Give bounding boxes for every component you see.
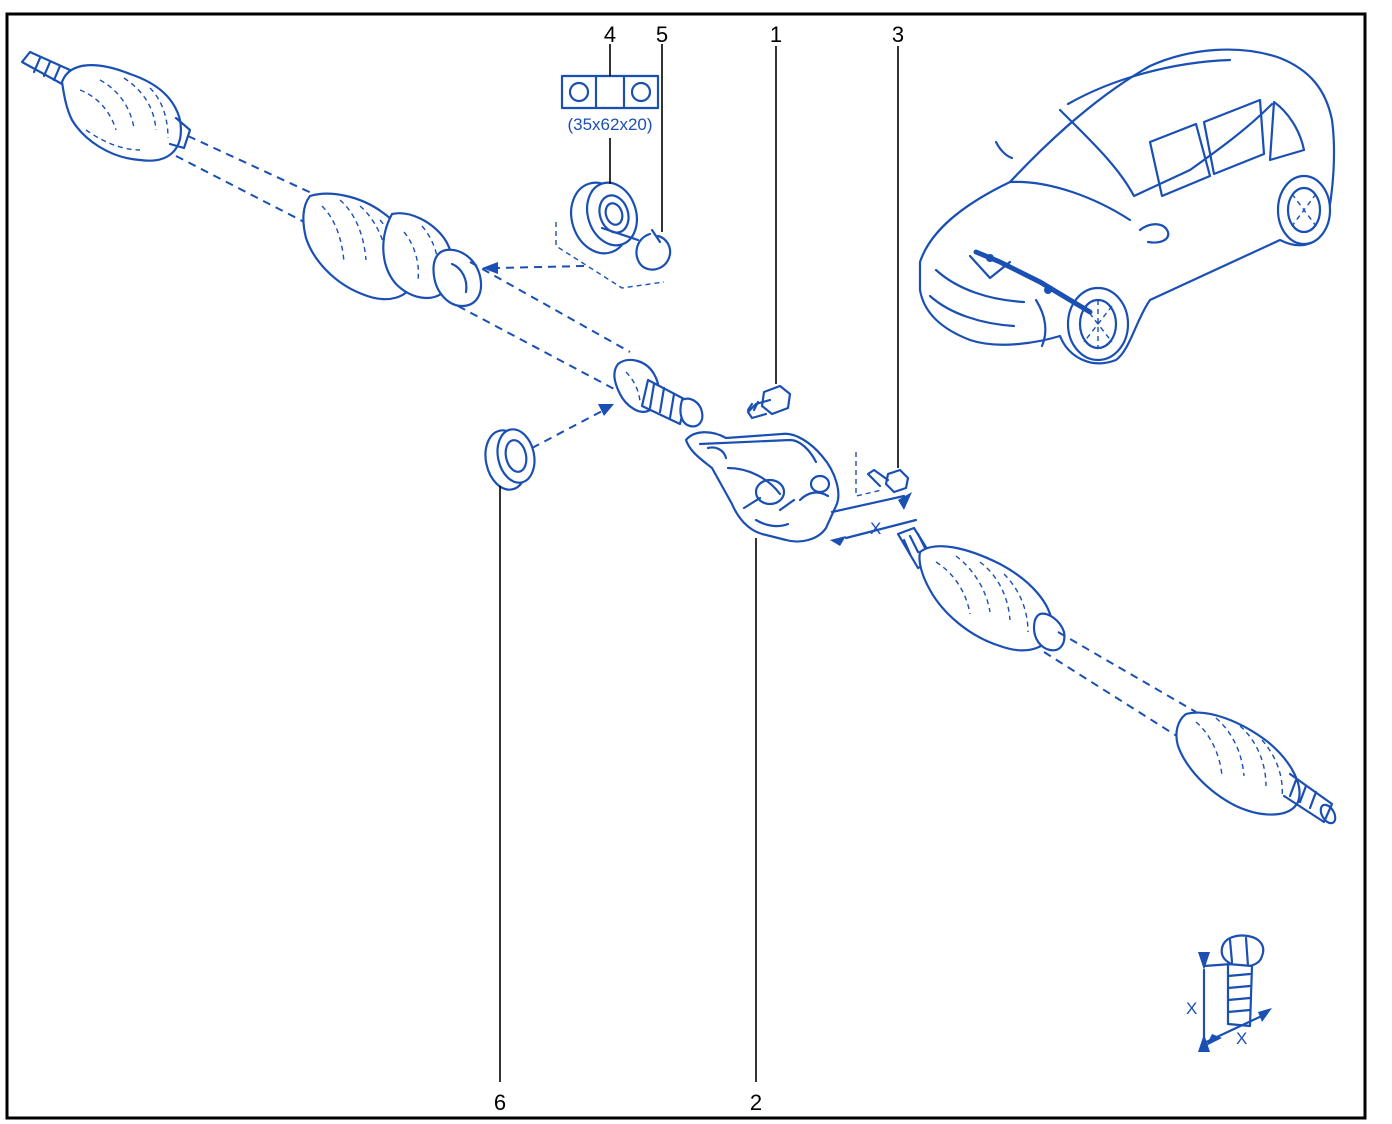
circlip-icon [635,228,672,271]
bearing-arrow-head [482,262,498,274]
bearing-symbol-4 [560,74,660,110]
seal-arrow-line [531,409,605,449]
bracket-icon [684,431,840,543]
callout-3: 3 [892,22,904,47]
detail-bolt-icon [1198,934,1272,1052]
callout-2: 2 [750,1090,762,1115]
car-icon [918,48,1336,365]
diagram-frame [5,12,1367,1120]
detail-x-vertical-label: X [1186,999,1197,1018]
bolt-icon-1 [746,384,792,420]
detail-x-horizontal-label: X [1236,1029,1247,1048]
right-drive-shaft [896,526,1337,825]
bearing-guide-line [555,222,665,289]
bolt-icon-3 [866,468,910,494]
bearing-arrow-line [495,265,585,269]
bearing-icon [570,181,640,255]
seal-arrow-head [598,404,614,416]
callout-6: 6 [494,1090,506,1115]
seal-icon [484,428,536,491]
x-dimension-main [830,492,918,546]
leader-lines [499,44,899,1082]
callout-1: 1 [770,22,782,47]
callout-5: 5 [656,22,668,47]
left-drive-shaft [20,50,704,428]
x-dimension-label: X [870,519,881,538]
callout-4: 4 [604,22,616,47]
bearing-size-label: (35x62x20) [567,115,652,134]
